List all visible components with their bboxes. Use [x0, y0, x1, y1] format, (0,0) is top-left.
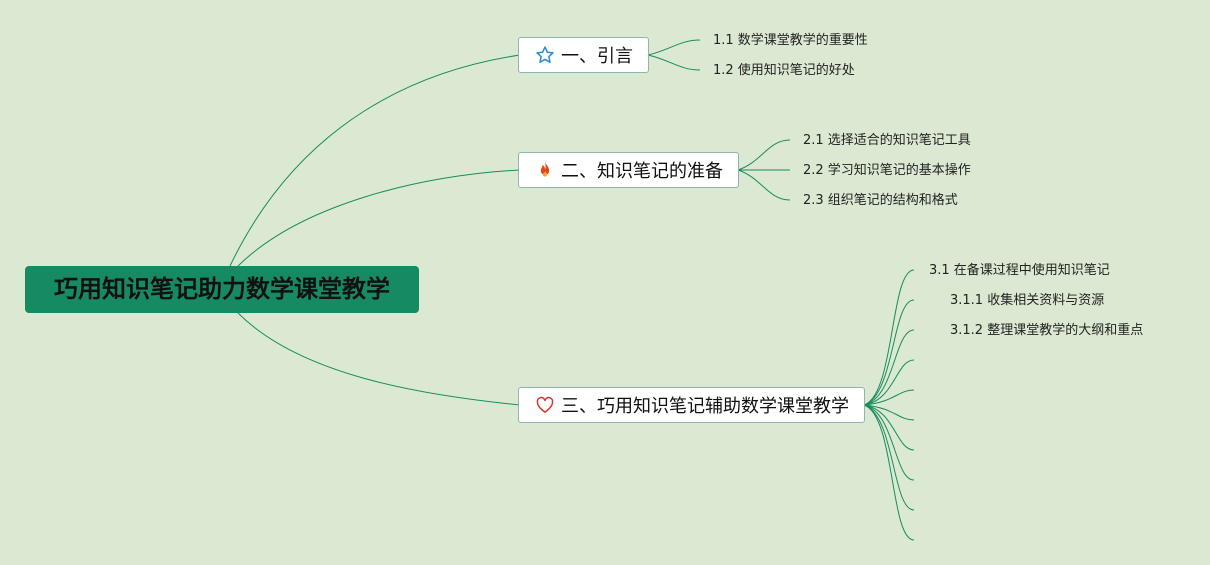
leaf-2-2[interactable]: 2.2 学习知识笔记的基本操作 — [803, 163, 971, 178]
leaf-3-1-1[interactable]: 3.1.1 收集相关资料与资源 — [950, 293, 1105, 308]
branch-label: 一、引言 — [561, 46, 633, 67]
star-icon — [535, 45, 555, 65]
branch-preparation[interactable]: 二、知识笔记的准备 — [518, 152, 739, 188]
heart-icon — [535, 395, 555, 415]
leaf-3-1[interactable]: 3.1 在备课过程中使用知识笔记 — [929, 263, 1110, 278]
branch-application[interactable]: 三、巧用知识笔记辅助数学课堂教学 — [518, 387, 865, 423]
leaf-3-1-2[interactable]: 3.1.2 整理课堂教学的大纲和重点 — [950, 323, 1144, 338]
fire-icon — [535, 160, 555, 180]
root-topic[interactable]: 巧用知识笔记助力数学课堂教学 — [25, 266, 419, 313]
branch-introduction[interactable]: 一、引言 — [518, 37, 649, 73]
branch-label: 三、巧用知识笔记辅助数学课堂教学 — [561, 396, 849, 417]
leaf-2-3[interactable]: 2.3 组织笔记的结构和格式 — [803, 193, 958, 208]
leaf-2-1[interactable]: 2.1 选择适合的知识笔记工具 — [803, 133, 971, 148]
leaf-1-2[interactable]: 1.2 使用知识笔记的好处 — [713, 63, 855, 78]
root-topic-label: 巧用知识笔记助力数学课堂教学 — [54, 275, 390, 303]
leaf-1-1[interactable]: 1.1 数学课堂教学的重要性 — [713, 33, 868, 48]
branch-label: 二、知识笔记的准备 — [561, 161, 723, 182]
